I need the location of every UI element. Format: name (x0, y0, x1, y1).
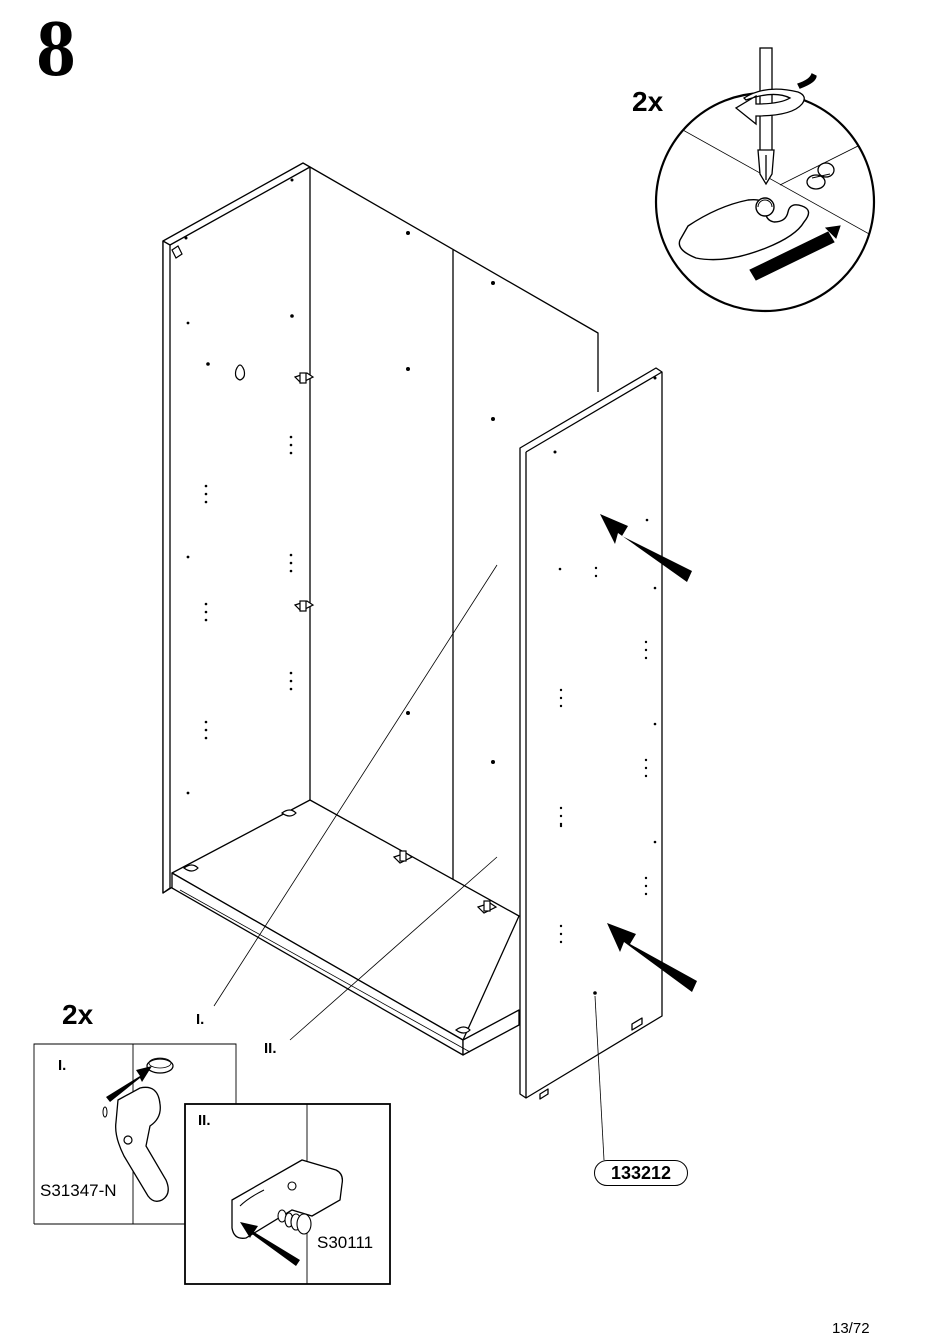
door-panel (520, 368, 662, 1099)
detail-box-2 (185, 1104, 390, 1284)
detail-1-label: I. (58, 1058, 66, 1073)
left-side-panel (163, 163, 310, 893)
door-panel-code-badge: 133212 (594, 1160, 688, 1186)
back-panel (310, 167, 598, 392)
detail-2-label: II. (198, 1113, 211, 1128)
quantity-label-bottom: 2x (62, 1001, 93, 1029)
quantity-label-top: 2x (632, 88, 663, 116)
detail-1-part-code: S31347-N (40, 1182, 117, 1199)
page-number: 13/72 (832, 1320, 870, 1337)
step-number: 8 (36, 14, 76, 86)
callout-label-1: I. (196, 1012, 204, 1027)
callout-label-2: II. (264, 1041, 277, 1056)
detail-2-part-code: S30111 (317, 1234, 373, 1251)
screw-detail-circle (656, 48, 880, 311)
